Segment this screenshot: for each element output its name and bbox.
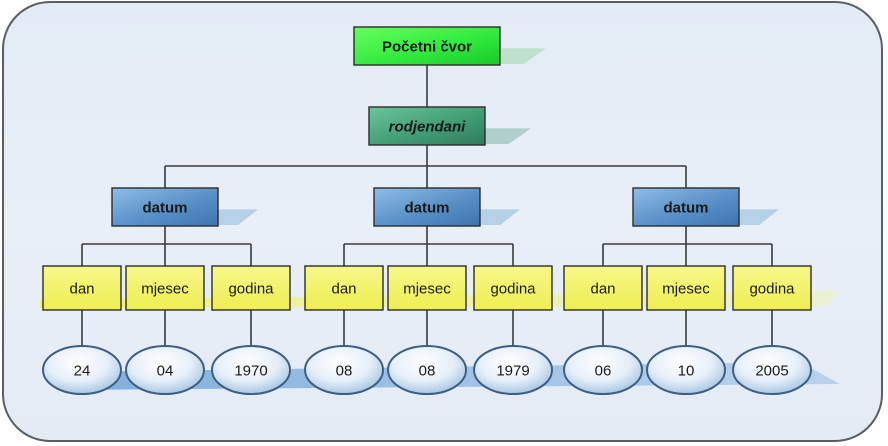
value-node-2-1-shape	[646, 345, 726, 395]
collection-node-label: rodjendani	[389, 119, 467, 136]
field-node-2-0-label: dan	[590, 281, 615, 298]
value-node-0-1: 04	[125, 345, 205, 395]
value-node-1-1-label: 08	[419, 363, 436, 380]
value-node-1-1: 08	[387, 345, 467, 395]
field-node-2-2-label: godina	[749, 281, 795, 298]
value-node-0-1-label: 04	[157, 363, 174, 380]
value-node-1-0-shape	[304, 345, 384, 395]
value-node-2-1: 10	[646, 345, 726, 395]
field-node-2-1-label: mjesec	[662, 281, 710, 298]
value-node-1-0: 08	[304, 345, 384, 395]
field-node-1-2-shape	[473, 265, 553, 311]
field-node-0-1-label: mjesec	[141, 281, 189, 298]
record-node-1-shape	[373, 187, 481, 227]
record-node-0-label: datum	[143, 200, 188, 217]
field-node-1-2: godina	[473, 265, 553, 311]
value-node-1-2-shape	[473, 345, 553, 395]
value-node-0-0-shape	[42, 345, 122, 395]
value-node-0-0-label: 24	[74, 363, 91, 380]
field-node-2-0-shape	[563, 265, 643, 311]
record-2-shadow	[730, 209, 779, 225]
value-node-2-0-shape	[563, 345, 643, 395]
record-node-1: datum	[373, 187, 481, 227]
field-node-0-2-label: godina	[228, 281, 274, 298]
value-node-0-2-label: 1970	[234, 363, 267, 380]
root-node-label: Početni čvor	[382, 39, 472, 56]
value-node-0-2: 1970	[211, 345, 291, 395]
value-node-2-2-label: 2005	[755, 363, 788, 380]
field-node-1-1-shape	[387, 265, 467, 311]
root-node-shape	[353, 26, 501, 66]
value-node-0-2-shape	[211, 345, 291, 395]
value-node-1-0-label: 08	[336, 363, 353, 380]
field-node-2-1: mjesec	[646, 265, 726, 311]
value-node-2-0-label: 06	[595, 363, 612, 380]
record-node-0-shape	[111, 187, 219, 227]
field-node-1-1: mjesec	[387, 265, 467, 311]
field-node-1-0-shape	[304, 265, 384, 311]
field-node-2-2-shape	[732, 265, 812, 311]
value-node-1-1-shape	[387, 345, 467, 395]
record-1-shadow	[471, 209, 520, 225]
field-node-0-2-shape	[211, 265, 291, 311]
field-node-0-1: mjesec	[125, 265, 205, 311]
value-node-1-2: 1979	[473, 345, 553, 395]
field-node-0-0-shape	[42, 265, 122, 311]
collection-node: rodjendani	[368, 106, 486, 146]
value-node-2-2-shape	[732, 345, 812, 395]
record-0-shadow	[209, 209, 258, 225]
record-node-1-label: datum	[405, 200, 450, 217]
value-node-0-1-shape	[125, 345, 205, 395]
field-node-2-2: godina	[732, 265, 812, 311]
value-node-2-0: 06	[563, 345, 643, 395]
field-node-0-0: dan	[42, 265, 122, 311]
field-node-1-0-label: dan	[331, 281, 356, 298]
field-node-0-1-shape	[125, 265, 205, 311]
field-node-0-0-label: dan	[69, 281, 94, 298]
record-node-0: datum	[111, 187, 219, 227]
value-node-1-2-label: 1979	[496, 363, 529, 380]
value-node-0-0: 24	[42, 345, 122, 395]
record-node-2-shape	[632, 187, 740, 227]
value-node-2-1-label: 10	[678, 363, 695, 380]
root-shadow	[491, 48, 546, 64]
value-node-2-2: 2005	[732, 345, 812, 395]
record-node-2-label: datum	[664, 200, 709, 217]
field-node-1-2-label: godina	[490, 281, 536, 298]
field-node-2-1-shape	[646, 265, 726, 311]
collection-node-shape	[368, 106, 486, 146]
collection-shadow	[476, 128, 531, 144]
field-node-1-1-label: mjesec	[403, 281, 451, 298]
field-node-0-2: godina	[211, 265, 291, 311]
field-node-2-0: dan	[563, 265, 643, 311]
field-node-1-0: dan	[304, 265, 384, 311]
root-node: Početni čvor	[353, 26, 501, 66]
record-node-2: datum	[632, 187, 740, 227]
